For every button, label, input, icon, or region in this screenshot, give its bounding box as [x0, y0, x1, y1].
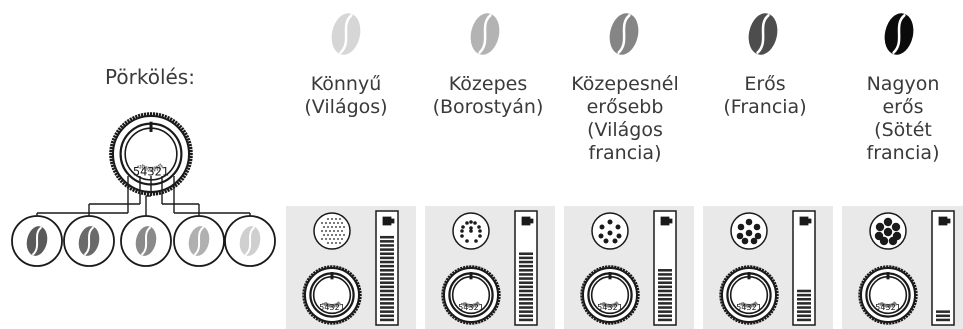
roast-bean-icon-3	[606, 11, 642, 58]
dial-numbers: 54321	[875, 302, 901, 312]
roast-bean-icon-2	[467, 11, 503, 58]
panel-dial-5: 54321	[858, 265, 917, 324]
dial-numbers: 54321	[597, 302, 623, 312]
roast-bean-icon-4	[745, 11, 781, 58]
panel-dial-3: 54321	[580, 265, 639, 324]
panel-dial-2: 54321	[441, 265, 500, 324]
strength-bar-4	[793, 211, 815, 325]
grind-indicator-4	[731, 213, 767, 249]
strength-bar-2	[515, 211, 537, 325]
grind-indicator-3	[592, 213, 628, 249]
grind-indicator-2	[453, 213, 489, 249]
roast-bean-icon-1	[328, 11, 364, 58]
grind-indicator-5	[870, 213, 906, 249]
dial-numbers: 54321	[458, 302, 484, 312]
roast-bean-icon-5	[881, 11, 917, 58]
panel-dial-4: 54321	[719, 265, 778, 324]
strength-bar-5	[932, 211, 954, 325]
dial-numbers: 54321	[319, 302, 345, 312]
strength-bar-3	[654, 211, 676, 325]
panel-dial-1: 54321	[302, 265, 361, 324]
grind-indicator-1	[314, 213, 350, 249]
dial-numbers: 54321	[736, 302, 762, 312]
strength-bar-1	[376, 211, 398, 325]
